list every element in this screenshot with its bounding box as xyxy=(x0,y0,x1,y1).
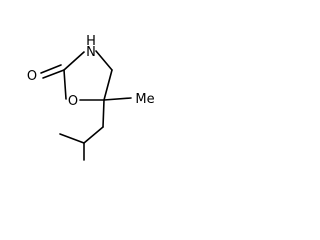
methyl-label: Me xyxy=(135,92,154,107)
atom-ring-o-label: O xyxy=(68,94,78,109)
bond-n-to-ch2 xyxy=(95,50,113,71)
bond-ring-o-to-carbonyl-carbon xyxy=(63,69,67,100)
oxazolidinone-structure: H N O O Me xyxy=(27,34,155,161)
bond-ch-to-methyl-left xyxy=(59,133,85,144)
bond-carbonyl-double-2 xyxy=(40,64,62,74)
bond-carbonyl-carbon-to-n xyxy=(63,51,85,71)
bonds xyxy=(40,50,132,161)
bond-ch2-to-ch xyxy=(83,126,104,144)
atom-h-label: H xyxy=(86,34,96,49)
atom-carbonyl-o-label: O xyxy=(27,69,37,84)
atom-n-label: N xyxy=(86,45,96,60)
bond-quaternary-carbon-to-methyl xyxy=(103,97,132,101)
bond-ch2-to-quaternary-carbon xyxy=(103,69,113,101)
atom-labels: H N O O Me xyxy=(27,34,155,109)
bond-quaternary-carbon-to-ch2 xyxy=(102,99,105,128)
bond-carbonyl-double-1 xyxy=(42,69,65,79)
